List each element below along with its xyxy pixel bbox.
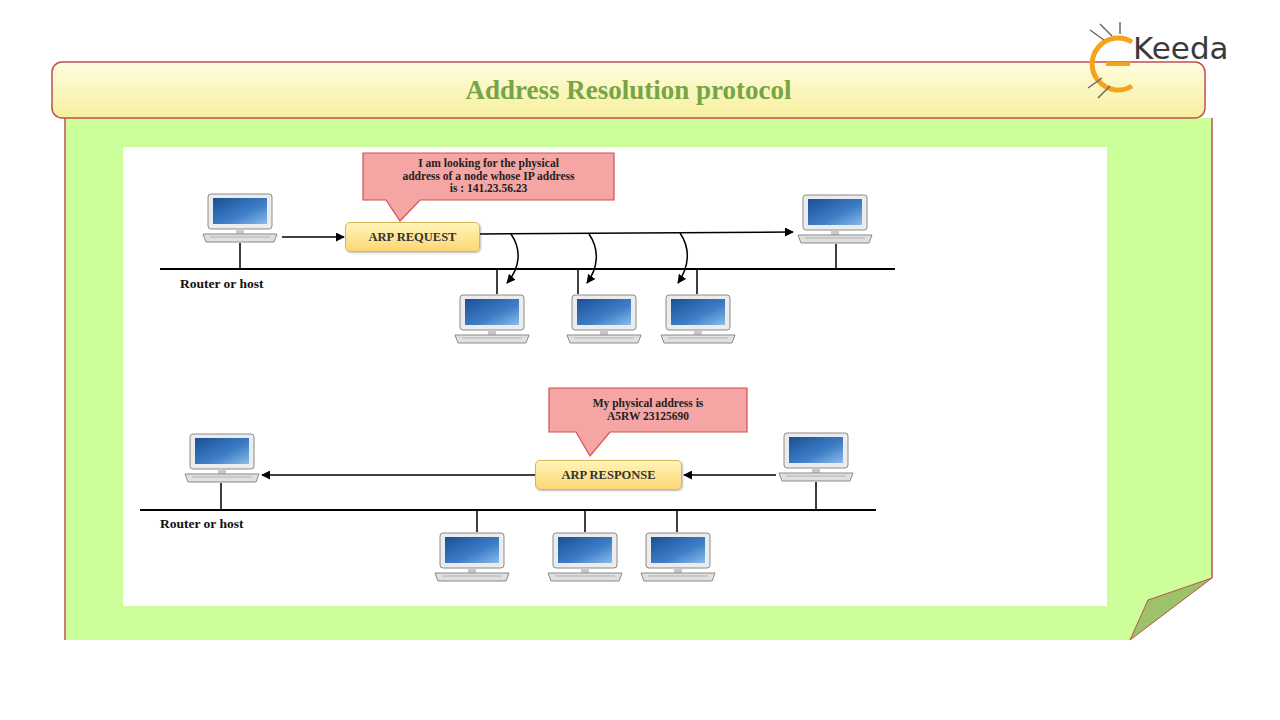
drop-wire: [240, 243, 836, 294]
broadcast-arrow: [678, 233, 687, 283]
drop-wire: [221, 482, 816, 532]
computer: [661, 295, 735, 343]
slide-border: [1211, 118, 1213, 578]
slide-body: [65, 118, 1212, 640]
callout-text-area: I am looking for the physical address of…: [362, 152, 615, 200]
callout-bubble: I am looking for the physical address of…: [362, 152, 615, 222]
callout-text: My physical address is A5RW 23125690: [578, 397, 718, 423]
slide-title: Address Resolution protocol: [52, 62, 1205, 118]
title-band: [52, 62, 1205, 118]
request-arrow: [282, 236, 344, 238]
broadcast-arrow: [507, 234, 518, 283]
computer: [203, 194, 277, 242]
computer: [185, 434, 259, 482]
computer: [779, 433, 853, 481]
response-arrow: [684, 474, 776, 476]
page-curl: [1130, 578, 1212, 640]
device-label: Router or host: [160, 516, 244, 532]
computer: [435, 533, 509, 581]
request-arrow: [480, 232, 793, 234]
response-arrow: [262, 474, 535, 476]
logo-circuit: [1088, 22, 1120, 98]
callout-bubble: My physical address is A5RW 23125690: [548, 387, 748, 457]
callout-outline: [363, 153, 614, 221]
broadcast-arrow: [587, 234, 596, 283]
process-box: ARP RESPONSE: [535, 460, 682, 490]
box-label: ARP RESPONSE: [561, 468, 655, 483]
callout-text-area: My physical address is A5RW 23125690: [548, 387, 748, 432]
computer: [798, 195, 872, 243]
diagram-panel: [123, 147, 1107, 606]
process-box: ARP REQUEST: [345, 222, 480, 252]
computer: [641, 533, 715, 581]
computer: [548, 533, 622, 581]
computer: [455, 295, 529, 343]
network-bus: [160, 268, 895, 270]
slide-border: [64, 118, 66, 640]
device-label: Router or host: [180, 276, 264, 292]
box-label: ARP REQUEST: [369, 230, 457, 245]
callout-text: I am looking for the physical address of…: [400, 157, 577, 196]
logo-arc: [1092, 38, 1132, 90]
network-bus: [140, 509, 876, 511]
callout-outline: [549, 388, 747, 456]
computer: [567, 295, 641, 343]
logo-bar: [1106, 62, 1130, 66]
logo-text: Keeda: [1133, 30, 1229, 66]
